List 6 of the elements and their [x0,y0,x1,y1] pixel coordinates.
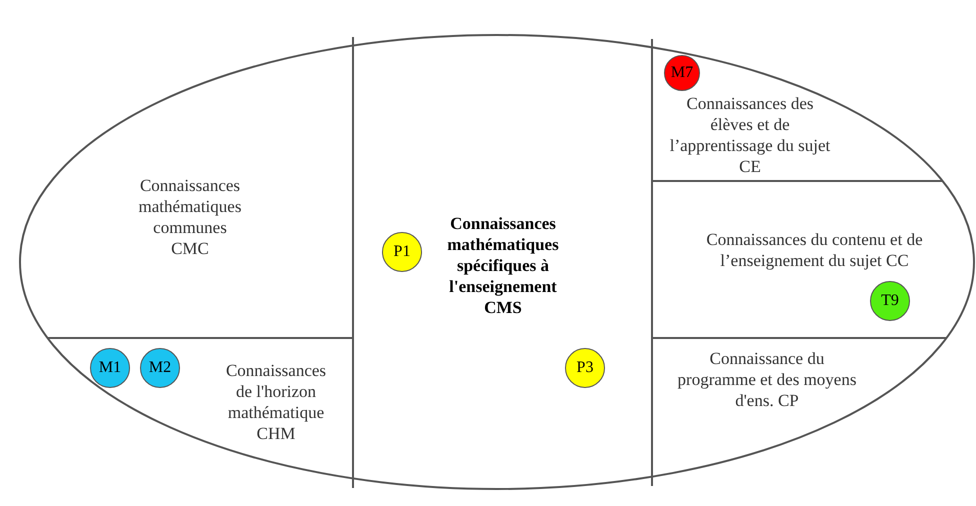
region-label: Connaissances de l'horizon mathématique CHM [224,360,328,444]
region-label: Connaissance du programme et des moyens d'ens. CP [676,348,858,411]
region-label: Connaissances du contenu et de l’enseignement du sujet CC [705,229,924,271]
region-label: Connaissances mathématiques spécifiques à l'enseignement CMS [446,213,560,318]
region-label: Connaissances mathématiques communes CMC [138,175,242,259]
region-label: Connaissances des élèves et de l’apprentissage du sujet CE [668,93,832,177]
